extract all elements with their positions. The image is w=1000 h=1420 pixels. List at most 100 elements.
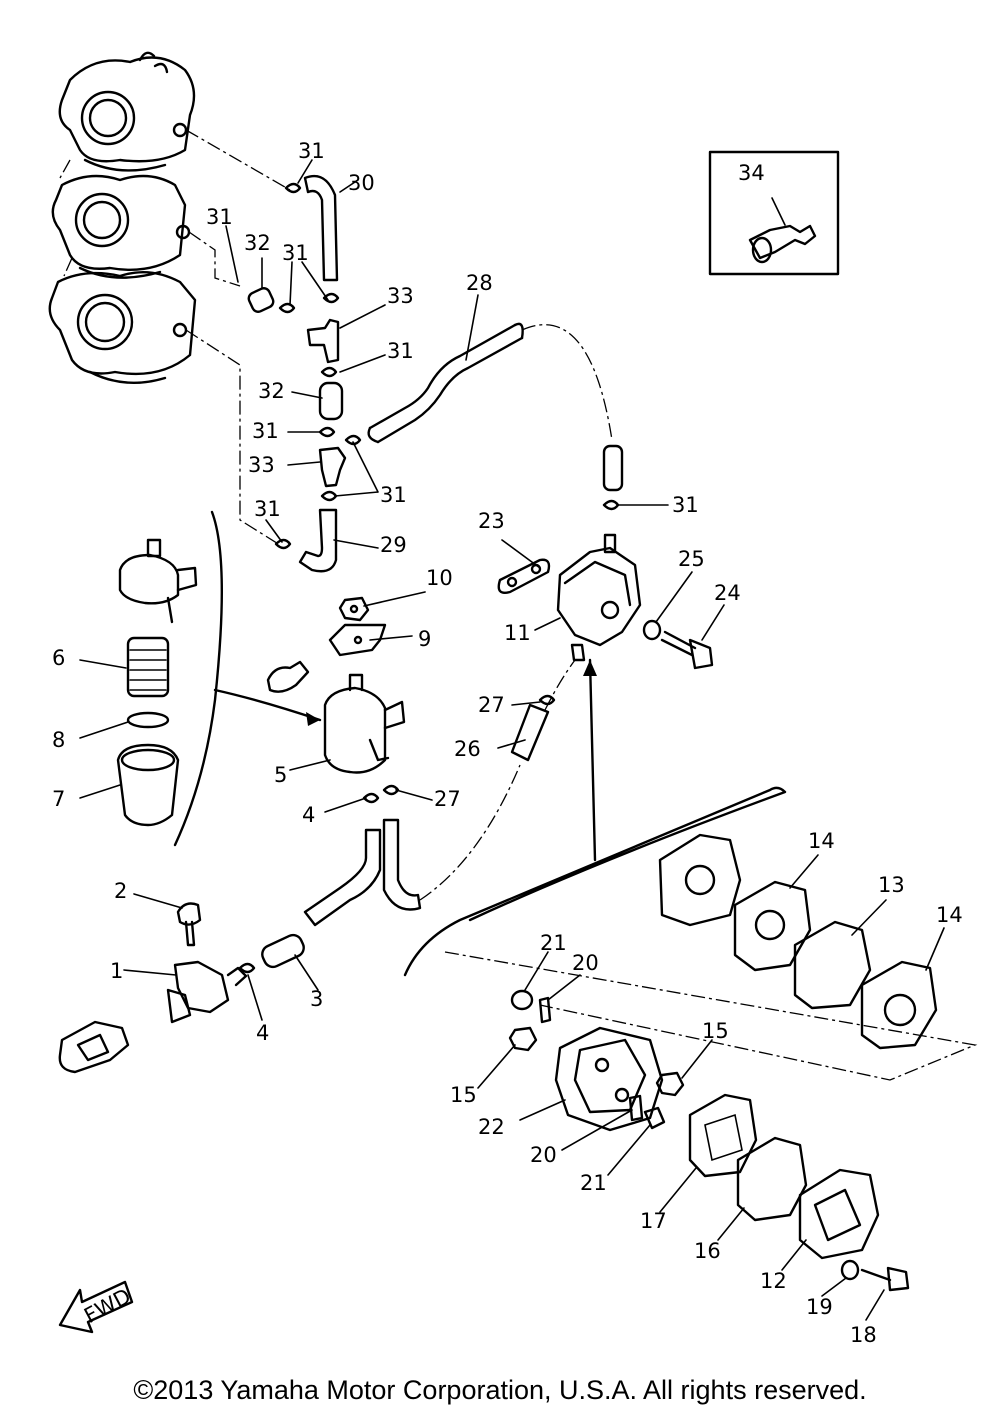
filter-detail-group — [116, 510, 322, 847]
callout: 22 — [478, 1115, 505, 1139]
callout: 25 — [678, 547, 705, 571]
t-joint-33-a — [306, 318, 340, 364]
copyright-notice: ©2013 Yamaha Motor Corporation, U.S.A. A… — [133, 1375, 867, 1405]
clip-31-b — [278, 302, 296, 314]
screw-18 — [860, 1266, 910, 1292]
t-joint-33-b — [318, 446, 347, 488]
callout: 14 — [808, 829, 835, 853]
hose-26 — [510, 703, 550, 762]
callout: 31 — [254, 497, 281, 521]
filter-element-6 — [126, 636, 170, 698]
clip-31-e — [318, 426, 336, 438]
callout: 31 — [387, 339, 414, 363]
callout: 32 — [244, 231, 271, 255]
hose-30 — [303, 174, 359, 282]
nut-15-b — [655, 1071, 685, 1097]
check-valve-20-b — [628, 1094, 644, 1122]
hose-32-b — [318, 381, 344, 421]
callout: 8 — [52, 728, 65, 752]
part-34-fitting — [748, 197, 817, 264]
diaphragm-13 — [793, 920, 872, 1010]
callout: 9 — [418, 627, 431, 651]
hose-right-short — [602, 444, 624, 511]
callout: 31 — [206, 205, 233, 229]
callout: 33 — [248, 453, 275, 477]
clip-31-h — [274, 538, 292, 550]
callout: 32 — [258, 379, 285, 403]
callout: 28 — [466, 271, 493, 295]
callout: 18 — [850, 1323, 877, 1347]
callout: 7 — [52, 787, 65, 811]
callout: 31 — [252, 419, 279, 443]
pump-explode-group — [403, 658, 978, 1292]
callout: 21 — [540, 931, 567, 955]
check-valve-21-a — [510, 989, 534, 1011]
callout: 21 — [580, 1171, 607, 1195]
fuel-filter-5 — [323, 673, 406, 774]
fuel-cock-1 — [166, 960, 248, 1024]
hose-lines-lower — [303, 659, 576, 927]
screw-21-b — [643, 1106, 666, 1130]
callout: 16 — [694, 1239, 721, 1263]
hose-29 — [298, 508, 338, 573]
gasket-17 — [688, 1093, 758, 1178]
hose-3 — [261, 933, 305, 969]
callout: 13 — [878, 873, 905, 897]
clip-31-g — [320, 490, 338, 502]
callout: 6 — [52, 646, 65, 670]
screw-left — [266, 660, 310, 693]
inset-label: 34 — [738, 161, 765, 185]
callout: 15 — [450, 1083, 477, 1107]
callout: 4 — [302, 803, 315, 827]
washer-19 — [840, 1259, 860, 1281]
callout: 4 — [256, 1021, 269, 1045]
callout: 14 — [936, 903, 963, 927]
callout: 17 — [640, 1209, 667, 1233]
clip-31-a — [284, 182, 302, 194]
callout: 20 — [530, 1143, 557, 1167]
callout: 31 — [672, 493, 699, 517]
clip-4-b — [238, 962, 256, 974]
callout: 20 — [572, 951, 599, 975]
carburetor-stack — [48, 51, 291, 546]
callout: 31 — [298, 139, 325, 163]
clip-27-a — [538, 694, 556, 706]
oring-8 — [126, 711, 170, 729]
callout: 29 — [380, 533, 407, 557]
callout: 23 — [478, 509, 505, 533]
callout: 2 — [114, 879, 127, 903]
fuel-pump-11 — [556, 533, 642, 662]
callout: 31 — [380, 483, 407, 507]
diaphragm-16 — [736, 1136, 808, 1222]
callout: 10 — [426, 566, 453, 590]
gasket-23 — [497, 558, 551, 594]
plate-top — [658, 833, 742, 927]
callout: 26 — [454, 737, 481, 761]
hose-32-a — [247, 287, 275, 313]
carburetor-bottom — [48, 270, 197, 384]
bracket-9 — [328, 623, 387, 657]
inset-box — [708, 150, 840, 276]
washer-25 — [642, 619, 662, 641]
pump-cover-12 — [798, 1168, 880, 1260]
callout: 19 — [806, 1295, 833, 1319]
callout: 11 — [504, 621, 531, 645]
callout: 15 — [702, 1019, 729, 1043]
gasket-14-a — [733, 880, 812, 972]
callout: 27 — [478, 693, 505, 717]
carburetor-top — [58, 51, 196, 172]
nut-15-a — [508, 1026, 538, 1052]
callout: 3 — [310, 987, 323, 1011]
clip-31-f — [344, 434, 362, 446]
callout: 27 — [434, 787, 461, 811]
callout: 30 — [348, 171, 375, 195]
callout-numbers: 31 30 31 32 31 33 28 31 32 31 33 31 31 2… — [52, 139, 963, 1347]
carburetor-middle — [51, 174, 191, 279]
hose-28 — [367, 322, 613, 444]
callout: 33 — [387, 284, 414, 308]
filter-head — [118, 538, 198, 624]
nut-10 — [338, 596, 370, 622]
connector-left — [58, 1020, 130, 1074]
clip-31-d — [320, 366, 338, 378]
